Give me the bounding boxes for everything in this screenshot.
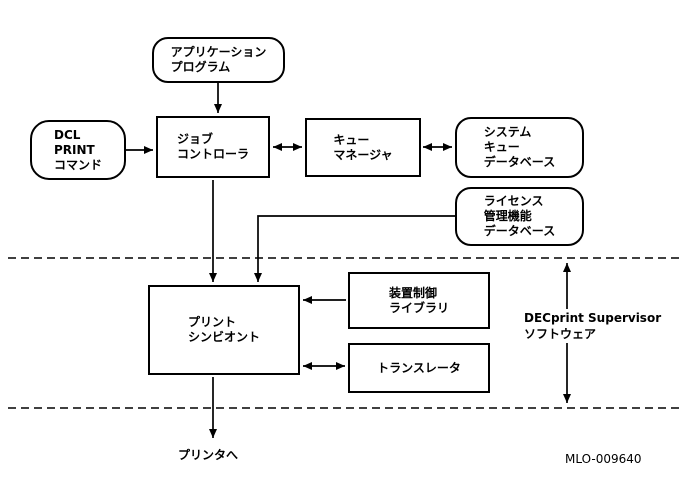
label-line: シンビオント bbox=[187, 330, 260, 344]
label-line: プログラム bbox=[170, 60, 231, 74]
application-program-label: アプリケーション プログラム bbox=[171, 45, 267, 75]
figure-id-label: MLO-009640 bbox=[565, 452, 642, 466]
queue-manager-label: キュー マネージャ bbox=[333, 133, 392, 163]
node-dcl-print-command: DCL PRINT コマンド bbox=[30, 120, 126, 180]
translator-label: トランスレータ bbox=[377, 361, 461, 376]
label-line: PRINT bbox=[53, 142, 95, 157]
node-queue-manager: キュー マネージャ bbox=[305, 118, 421, 177]
print-symbiont-label: プリント シンビオント bbox=[188, 315, 260, 345]
label-line: ジョブ bbox=[176, 132, 213, 146]
label-line: ソフトウェア bbox=[524, 327, 597, 341]
label-line: データベース bbox=[483, 155, 556, 169]
label-line: マネージャ bbox=[333, 147, 393, 162]
node-device-control-library: 装置制御 ライブラリ bbox=[348, 272, 490, 329]
device-control-library-label: 装置制御 ライブラリ bbox=[389, 286, 449, 316]
label-line: キュー bbox=[333, 132, 370, 147]
label-line: 管理機能 bbox=[483, 209, 532, 223]
label-line: DECprint Supervisor bbox=[524, 311, 662, 325]
label-line: 装置制御 bbox=[388, 285, 437, 300]
label-line: コントローラ bbox=[176, 147, 249, 161]
label-line: ライセンス bbox=[483, 194, 544, 208]
node-license-management-database: ライセンス 管理機能 データベース bbox=[455, 187, 584, 246]
system-queue-database-label: システム キュー データベース bbox=[484, 125, 555, 170]
node-job-controller: ジョブ コントローラ bbox=[156, 116, 270, 178]
label-line: ライブラリ bbox=[388, 300, 449, 315]
decprint-supervisor-software-label: DECprint Supervisor ソフトウェア bbox=[521, 309, 665, 343]
label-line: トランスレータ bbox=[377, 360, 461, 375]
to-printer-label: プリンタへ bbox=[178, 448, 239, 462]
label-line: コマンド bbox=[53, 157, 102, 172]
dcl-print-command-label: DCL PRINT コマンド bbox=[54, 128, 102, 173]
connector-license-db-to-print-symbiont bbox=[254, 215, 455, 282]
label-line: システム bbox=[483, 125, 532, 139]
node-print-symbiont: プリント シンビオント bbox=[148, 285, 300, 375]
label-line: アプリケーション bbox=[170, 45, 267, 59]
label-line: DCL bbox=[53, 127, 81, 142]
node-system-queue-database: システム キュー データベース bbox=[455, 117, 584, 178]
job-controller-label: ジョブ コントローラ bbox=[177, 132, 249, 162]
node-application-program: アプリケーション プログラム bbox=[152, 37, 285, 83]
label-line: データベース bbox=[483, 224, 556, 238]
label-line: キュー bbox=[483, 140, 520, 154]
label-line: プリント bbox=[187, 315, 236, 329]
license-management-database-label: ライセンス 管理機能 データベース bbox=[484, 194, 555, 239]
node-translator: トランスレータ bbox=[348, 343, 490, 393]
